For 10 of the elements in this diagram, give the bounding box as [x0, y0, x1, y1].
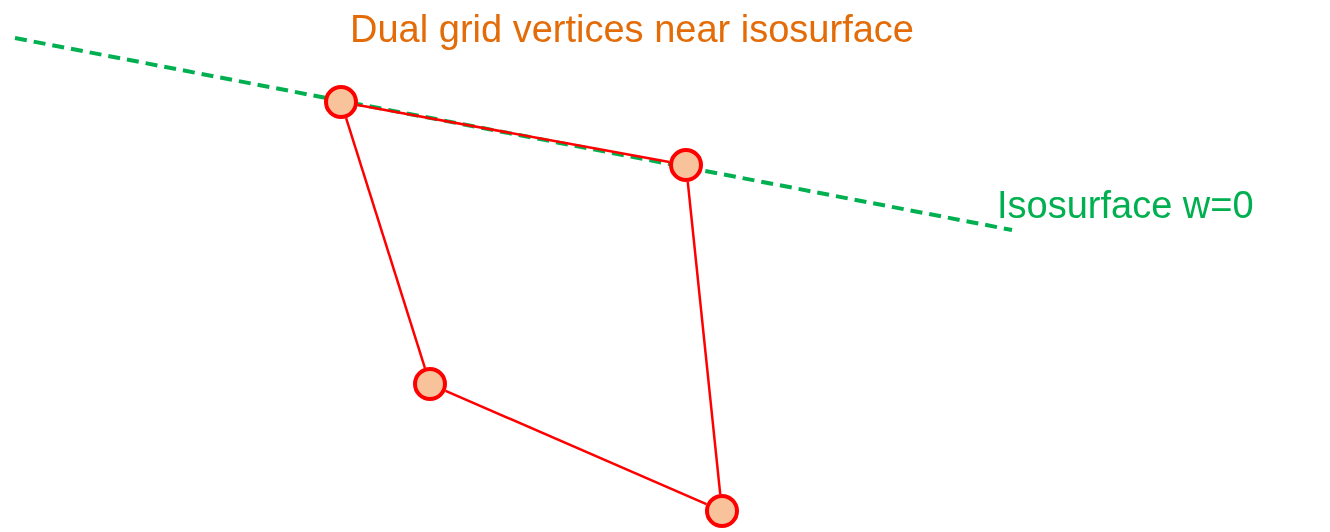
connector-line [357, 103, 670, 164]
connector-line [445, 389, 707, 506]
vertex-circle [667, 146, 705, 184]
connector-line [344, 117, 427, 369]
isosurface-label: Isosurface w=0 [997, 186, 1254, 224]
diagram-title: Dual grid vertices near isosurface [350, 10, 914, 48]
connector-line [686, 181, 722, 495]
vertex-circle [411, 365, 449, 403]
vertex-circle [703, 492, 741, 530]
vertex-circle [322, 83, 360, 121]
